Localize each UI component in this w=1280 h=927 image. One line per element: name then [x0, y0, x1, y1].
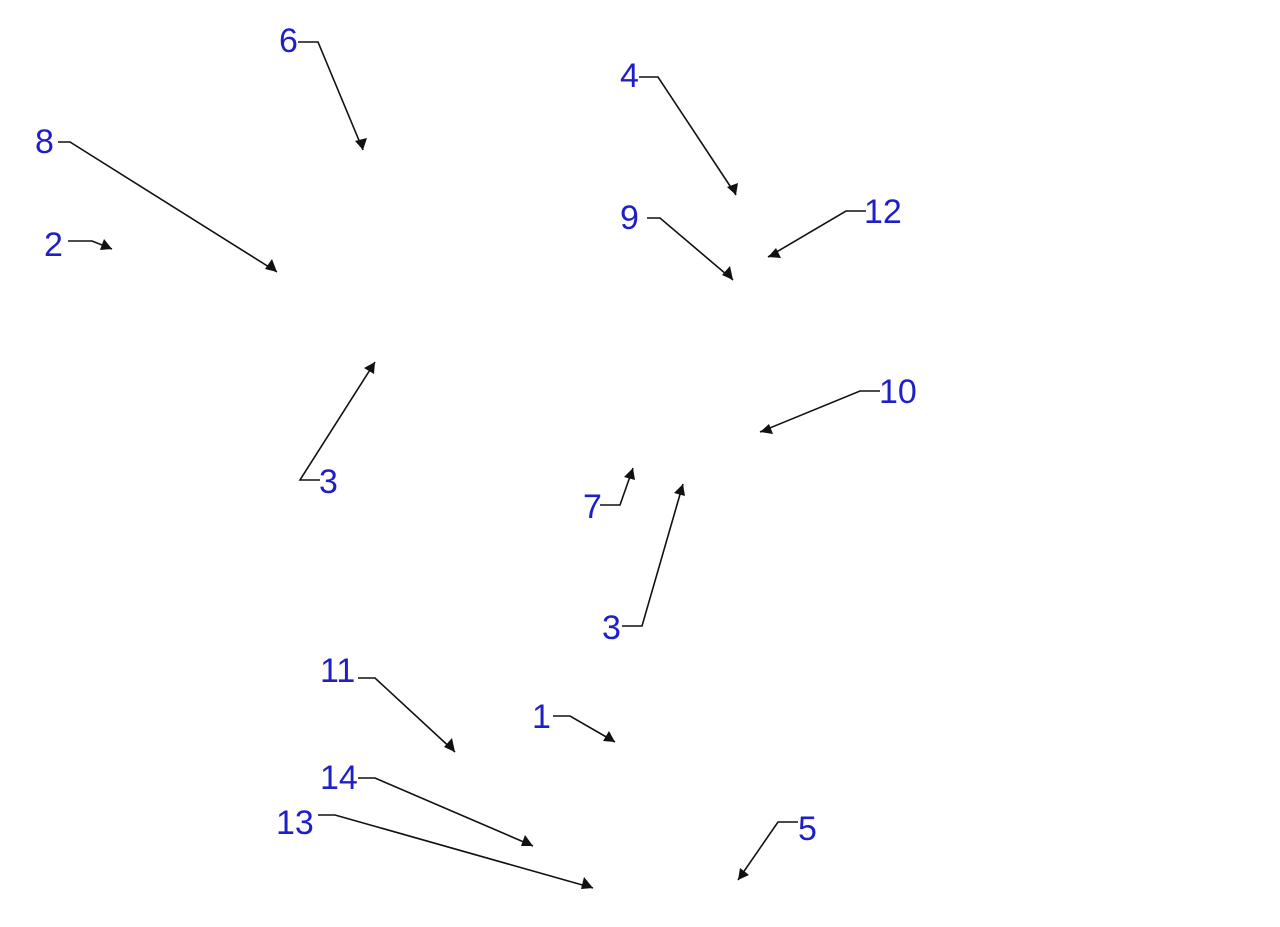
callout-4[interactable]: 4 [620, 57, 738, 196]
callout-6[interactable]: 6 [279, 22, 367, 151]
callout-label-9: 9 [620, 199, 639, 237]
callout-label-1: 1 [532, 698, 551, 736]
callout-3-lower[interactable]: 3 [602, 483, 685, 647]
callout-label-10: 10 [879, 373, 917, 411]
callout-label-14: 14 [320, 759, 358, 797]
callout-10[interactable]: 10 [759, 373, 917, 434]
callout-label-6: 6 [279, 22, 298, 60]
callout-9[interactable]: 9 [620, 199, 734, 281]
callout-label-13: 13 [276, 804, 314, 842]
callout-label-5: 5 [798, 810, 817, 848]
callout-7[interactable]: 7 [583, 467, 635, 526]
callout-label-12: 12 [864, 193, 902, 231]
callout-label-7: 7 [583, 488, 602, 526]
callout-label-4: 4 [620, 57, 639, 95]
callout-label-11: 11 [320, 652, 355, 690]
callout-label-3-upper: 3 [319, 463, 338, 501]
callout-label-2: 2 [44, 226, 63, 264]
callout-5[interactable]: 5 [737, 810, 817, 881]
callout-3-upper[interactable]: 3 [298, 361, 376, 501]
callout-11[interactable]: 11 [320, 652, 456, 753]
callout-label-3-lower: 3 [602, 609, 621, 647]
callout-8[interactable]: 8 [35, 123, 278, 273]
callout-13[interactable]: 13 [276, 804, 594, 889]
callout-12[interactable]: 12 [767, 193, 902, 258]
callout-label-8: 8 [35, 123, 54, 161]
callout-1[interactable]: 1 [532, 698, 616, 743]
callout-14[interactable]: 14 [320, 759, 534, 847]
callout-2[interactable]: 2 [44, 226, 113, 264]
